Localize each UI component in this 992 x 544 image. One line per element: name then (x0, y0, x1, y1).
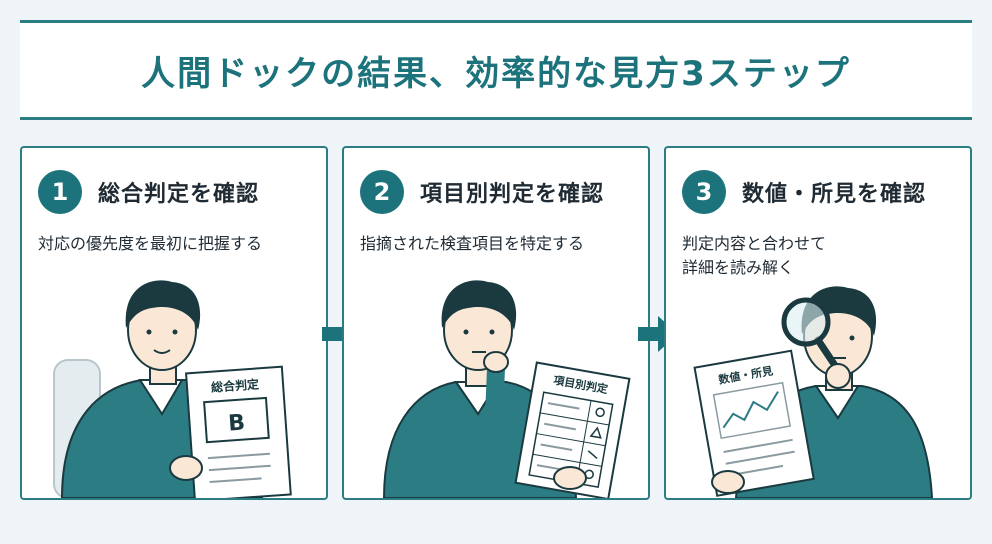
step-title: 項目別判定を確認 (420, 182, 605, 207)
doc-grade: B (227, 410, 245, 436)
step-description: 指摘された検査項目を特定する (360, 234, 585, 253)
step-card-2: 2 項目別判定を確認 指摘された検査項目を特定する 項目別判定 (342, 146, 650, 500)
step-number-badge: 2 (360, 170, 404, 214)
step-description: 対応の優先度を最初に把握する (38, 234, 263, 253)
step-title: 数値・所見を確認 (742, 182, 927, 207)
man-thinking-illustration: 項目別判定 (382, 280, 631, 498)
step-header: 1 総合判定を確認 (38, 170, 259, 214)
step-card-3: 3 数値・所見を確認 判定内容と合わせて 詳細を読み解く 数値・所見 (664, 146, 972, 500)
step-header: 2 項目別判定を確認 (360, 170, 604, 214)
step-description: 判定内容と合わせて 詳細を読み解く (682, 234, 827, 277)
step-card-1: 1 総合判定を確認 対応の優先度を最初に把握する 総合判定 B (20, 146, 328, 500)
man-reading-report-illustration: 総合判定 B (53, 280, 292, 498)
step-number-badge: 3 (682, 170, 726, 214)
page-title: 人間ドックの結果、効率的な見方3ステップ (141, 53, 851, 94)
man-with-magnifier-illustration: 数値・所見 (693, 286, 934, 498)
step-title: 総合判定を確認 (98, 182, 260, 207)
title-band: 人間ドックの結果、効率的な見方3ステップ (20, 20, 972, 120)
step-header: 3 数値・所見を確認 (682, 170, 926, 214)
step-number-badge: 1 (38, 170, 82, 214)
doc-title: 総合判定 (211, 376, 260, 394)
